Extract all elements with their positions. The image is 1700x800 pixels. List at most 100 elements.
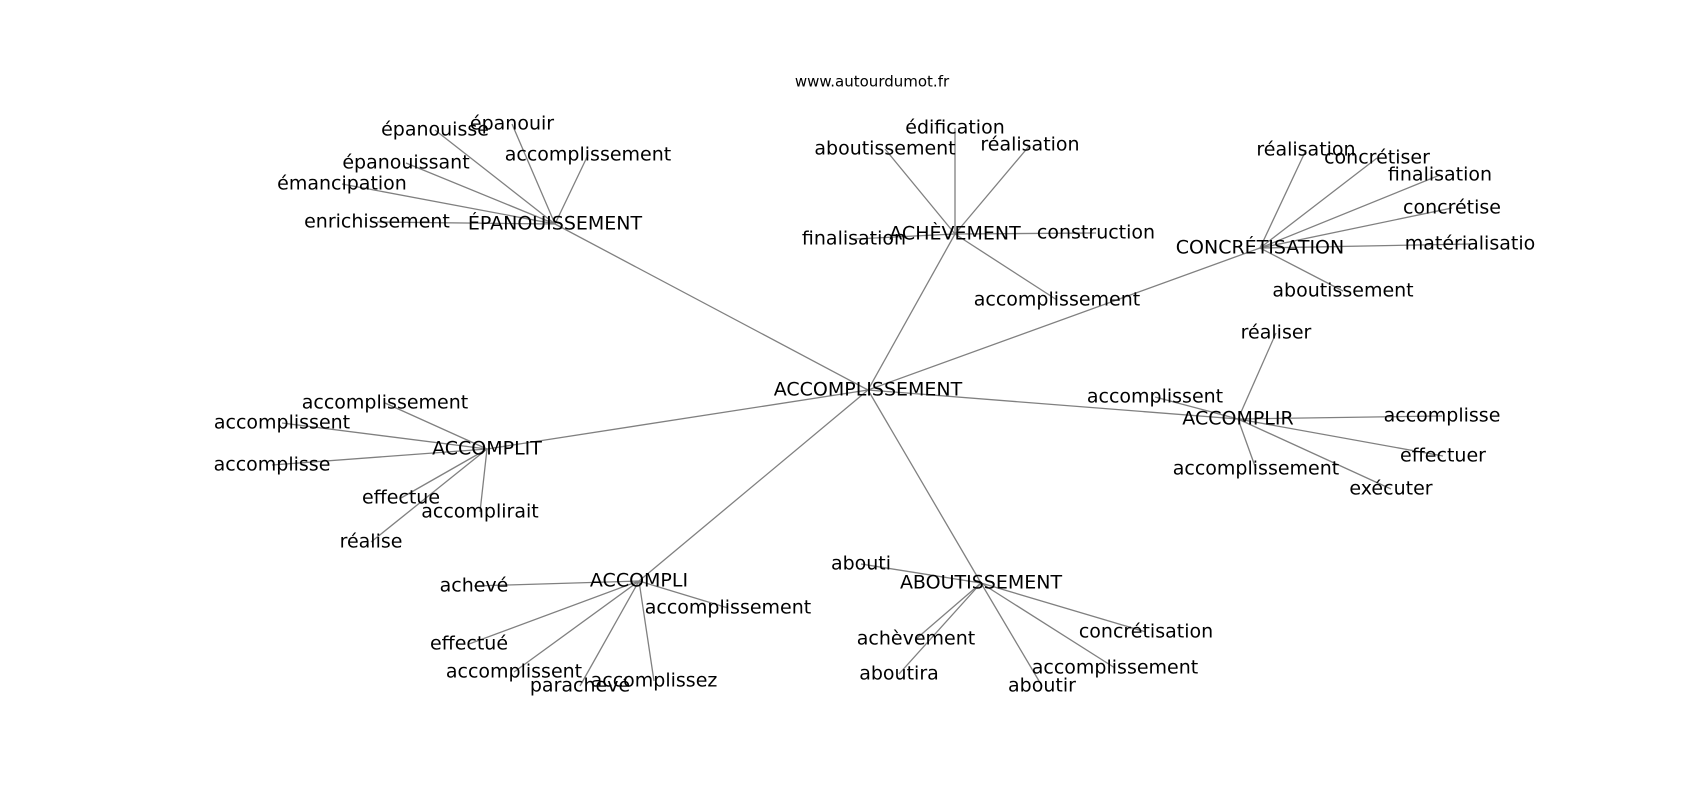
edge-accomplit-accomplissement — [384, 402, 488, 450]
edge-accompli-accomplissent — [513, 580, 640, 673]
hub-word-concretisation[interactable]: CONCRÉTISATION — [1176, 236, 1344, 259]
edge-accompli-effectue — [468, 580, 640, 645]
edge-concretisation-realisation — [1259, 149, 1307, 249]
leaf-word-accomplirait[interactable]: accomplirait — [421, 501, 538, 523]
leaf-word-accomplissent[interactable]: accomplissent — [1087, 386, 1223, 408]
leaf-word-materialisatio[interactable]: matérialisatio — [1405, 233, 1535, 255]
leaf-word-epanouisse[interactable]: épanouisse — [381, 119, 489, 141]
edge-achevement-construction — [954, 232, 1097, 235]
leaf-word-concretise[interactable]: concrétise — [1403, 197, 1501, 219]
edge-root-aboutissement — [867, 389, 982, 584]
edge-aboutissement-abouti — [860, 563, 982, 584]
leaf-word-effectue[interactable]: effectué — [430, 633, 508, 655]
edge-accomplir-accomplisse — [1237, 415, 1443, 420]
leaf-word-paracheve[interactable]: parachevé — [530, 675, 630, 697]
leaf-word-construction[interactable]: construction — [1037, 222, 1155, 244]
leaf-word-finalisation[interactable]: finalisation — [1388, 164, 1492, 186]
edge-aboutissement-achevement — [915, 582, 982, 640]
edge-accomplit-effectue — [400, 448, 488, 499]
edge-achevement-aboutissement — [884, 148, 956, 235]
hub-word-aboutissement[interactable]: ABOUTISSEMENT — [900, 572, 1063, 594]
edge-accomplit-accomplisse — [271, 448, 488, 466]
leaf-word-realisation[interactable]: réalisation — [980, 134, 1079, 156]
edge-accomplir-realiser — [1237, 332, 1277, 420]
hub-word-accompli[interactable]: ACCOMPLI — [590, 570, 688, 592]
leaf-word-enrichissement[interactable]: enrichissement — [304, 211, 450, 233]
leaf-word-executer[interactable]: exécuter — [1349, 478, 1432, 500]
edge-root-epanouissement — [554, 223, 869, 391]
edge-achevement-accomplissement — [954, 233, 1058, 301]
leaf-word-realiser[interactable]: réaliser — [1241, 322, 1312, 344]
leaf-word-accomplissement[interactable]: accomplissement — [974, 289, 1140, 311]
edge-epanouissement-epanouir — [511, 123, 556, 225]
edge-aboutissement-aboutir — [980, 582, 1043, 687]
edge-accomplit-realise — [370, 448, 488, 543]
leaf-word-edification[interactable]: édification — [905, 117, 1004, 139]
leaf-word-aboutira[interactable]: aboutira — [859, 663, 939, 685]
leaf-word-epanouir[interactable]: épanouir — [470, 113, 554, 135]
edge-root-accomplir — [867, 389, 1239, 420]
edge-concretisation-finalisation — [1259, 174, 1441, 249]
hub-word-epanouissement[interactable]: ÉPANOUISSEMENT — [468, 212, 643, 235]
leaf-word-accomplissement[interactable]: accomplissement — [302, 392, 468, 414]
leaf-word-finalisation[interactable]: finalisation — [802, 228, 906, 250]
root-word[interactable]: ACCOMPLISSEMENT — [774, 379, 963, 401]
edge-root-accomplit — [486, 389, 869, 450]
edge-accomplir-executer — [1237, 418, 1392, 490]
leaf-word-accomplissement[interactable]: accomplissement — [505, 144, 671, 166]
edge-accompli-accomplissez — [638, 580, 655, 682]
edge-epanouissement-enrichissement — [376, 221, 556, 225]
leaf-word-accomplissent[interactable]: accomplissent — [214, 412, 350, 434]
leaf-word-realisation[interactable]: réalisation — [1256, 139, 1355, 161]
edge-concretisation-concretise — [1259, 207, 1453, 249]
leaf-word-realise[interactable]: réalise — [340, 531, 403, 553]
graph-edges — [271, 123, 1471, 687]
leaf-word-aboutissement[interactable]: aboutissement — [814, 138, 955, 160]
leaf-word-concretisation[interactable]: concrétisation — [1079, 621, 1213, 643]
leaf-word-emancipation[interactable]: émancipation — [277, 173, 407, 195]
leaf-word-achevement[interactable]: achèvement — [857, 628, 975, 650]
edge-root-achevement — [867, 233, 956, 391]
hub-word-accomplir[interactable]: ACCOMPLIR — [1182, 408, 1293, 430]
edge-concretisation-aboutissement — [1259, 247, 1344, 292]
leaf-word-accomplissement[interactable]: accomplissement — [1032, 657, 1198, 679]
leaf-word-effectue[interactable]: effectue — [362, 487, 440, 509]
edge-accomplir-accomplissement — [1237, 418, 1257, 470]
edge-root-concretisation — [867, 247, 1261, 391]
edge-epanouissement-epanouissant — [405, 162, 556, 225]
edge-accomplit-accomplirait — [479, 448, 488, 513]
edge-concretisation-materialisatio — [1259, 243, 1471, 249]
edge-achevement-finalisation — [853, 233, 956, 240]
leaf-word-accomplissement[interactable]: accomplissement — [645, 597, 811, 619]
leaf-word-accomplisse[interactable]: accomplisse — [1384, 405, 1501, 427]
edge-achevement-realisation — [954, 144, 1031, 235]
edge-accompli-paracheve — [579, 580, 640, 687]
leaf-word-accomplissement[interactable]: accomplissement — [1173, 458, 1339, 480]
edge-root-accompli — [638, 389, 869, 582]
edge-concretisation-concretiser — [1259, 157, 1378, 249]
leaf-word-epanouissant[interactable]: épanouissant — [342, 152, 469, 174]
leaf-word-aboutissement[interactable]: aboutissement — [1272, 280, 1413, 302]
edge-aboutissement-concretisation — [980, 582, 1147, 633]
leaf-word-accomplissent[interactable]: accomplissent — [446, 661, 582, 683]
edge-epanouissement-accomplissement — [554, 154, 589, 225]
edge-accomplir-effectuer — [1237, 418, 1444, 457]
leaf-word-acheve[interactable]: achevé — [440, 575, 509, 597]
edge-epanouissement-emancipation — [341, 183, 556, 225]
site-watermark: www.autourdumot.fr — [795, 73, 950, 91]
edge-accomplir-accomplissent — [1154, 396, 1239, 420]
leaf-word-concretiser[interactable]: concrétiser — [1324, 147, 1430, 169]
edge-aboutissement-aboutira — [898, 582, 982, 675]
edge-accompli-accomplissement — [638, 580, 729, 609]
edge-accomplit-accomplissent — [281, 422, 488, 450]
leaf-word-accomplisse[interactable]: accomplisse — [214, 454, 331, 476]
leaf-word-accomplissez[interactable]: accomplissez — [591, 670, 718, 692]
hub-word-achevement[interactable]: ACHÈVEMENT — [889, 222, 1021, 245]
leaf-word-aboutir[interactable]: aboutir — [1008, 675, 1076, 697]
leaf-word-abouti[interactable]: abouti — [831, 553, 891, 575]
hub-word-accomplit[interactable]: ACCOMPLIT — [432, 438, 542, 460]
leaf-word-effectuer[interactable]: effectuer — [1400, 445, 1486, 467]
edge-aboutissement-accomplissement — [980, 582, 1116, 669]
